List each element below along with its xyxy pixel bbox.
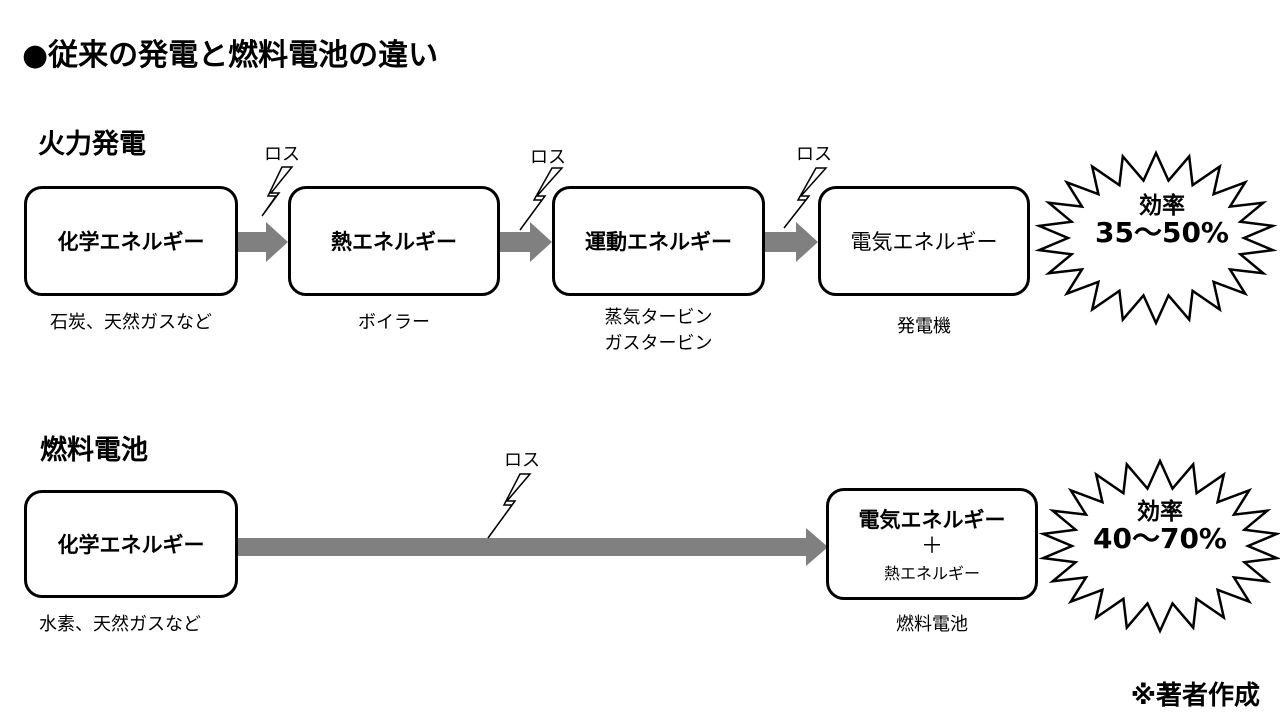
loss-label: ロス — [504, 450, 540, 471]
output-main-label: 電気エネルギー — [858, 508, 1006, 532]
energy-box-output: 電気エネルギー ＋ 熱エネルギー — [826, 488, 1038, 600]
efficiency-label: 効率 — [1137, 499, 1183, 525]
efficiency-value: 40～70% — [1093, 522, 1227, 556]
flow-arrow-fuelcell — [238, 528, 828, 566]
page-title: ●従来の発電と燃料電池の違い — [22, 38, 439, 73]
box-caption: ボイラー — [358, 312, 430, 333]
flow-arrow-1 — [238, 222, 288, 262]
box-caption: 水素、天然ガスなど — [39, 614, 201, 635]
energy-box-heat: 熱エネルギー — [288, 186, 500, 296]
lightning-icon — [261, 166, 294, 217]
loss-label: ロス — [264, 144, 300, 165]
output-sub-label: 熱エネルギー — [883, 564, 980, 583]
box-label: 化学エネルギー — [57, 533, 205, 557]
starburst-shape — [1034, 149, 1278, 327]
energy-box-chemical: 化学エネルギー — [24, 186, 238, 296]
section-heading-thermal: 火力発電 — [38, 129, 146, 160]
starburst-shape — [1038, 457, 1280, 635]
box-caption: 燃料電池 — [896, 614, 968, 635]
box-caption: 石炭、天然ガスなど — [50, 312, 212, 333]
flow-arrow-3 — [765, 222, 818, 262]
box-label: 化学エネルギー — [57, 230, 205, 254]
efficiency-badge-thermal: 効率 35～50% — [1044, 194, 1280, 248]
box-label: 運動エネルギー — [585, 230, 732, 254]
efficiency-label: 効率 — [1139, 193, 1185, 219]
box-label: 熱エネルギー — [331, 230, 457, 254]
energy-box-chemical-fuelcell: 化学エネルギー — [24, 490, 238, 598]
efficiency-value: 35～50% — [1095, 216, 1229, 250]
box-label: 電気エネルギー — [850, 230, 998, 254]
energy-box-electric: 電気エネルギー — [818, 186, 1030, 296]
box-caption: 蒸気タービン ガスタービン — [604, 307, 713, 354]
efficiency-badge-fuelcell: 効率 40～70% — [1040, 500, 1280, 554]
flow-arrow-2 — [500, 222, 552, 262]
lightning-icon — [519, 167, 564, 231]
box-caption: 発電機 — [897, 316, 951, 337]
lightning-icon — [783, 167, 828, 229]
author-note: ※著者作成 — [1130, 681, 1260, 711]
lightning-icon — [487, 473, 532, 539]
energy-box-kinetic: 運動エネルギー — [552, 186, 765, 296]
loss-label: ロス — [530, 147, 566, 168]
plus-sign: ＋ — [920, 534, 943, 559]
section-heading-fuelcell: 燃料電池 — [40, 435, 148, 466]
loss-label: ロス — [796, 144, 832, 165]
